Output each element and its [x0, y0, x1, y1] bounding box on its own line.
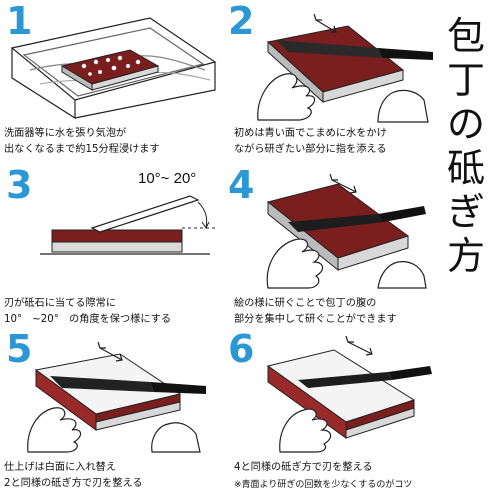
step-4-number: 4 — [228, 163, 255, 207]
step-3-illustration — [40, 195, 215, 255]
step-6-caption-line-2: ※青面より研ぎの回数を少なくするのがコツ — [234, 480, 413, 490]
title-char: 丁 — [446, 58, 485, 102]
step-5-illustration — [27, 341, 206, 453]
title-char: の — [446, 102, 485, 146]
step-1-caption-line-1: 洗面器等に水を張り気泡が — [4, 128, 127, 139]
step-2-illustration — [257, 13, 433, 123]
title-char: ぎ — [446, 190, 485, 234]
step-2-caption-line-1: 初めは青い面でこまめに水をかけ — [234, 128, 387, 139]
step-2-caption-line-2: ながら研ぎたい部分に指を添える — [234, 144, 387, 155]
vertical-title: 包 丁 の 砥 ぎ 方 — [440, 14, 492, 278]
step-4-caption-line-1: 絵の様に研ぐことで包丁の腹の — [234, 298, 377, 309]
step-1-number: 1 — [6, 0, 33, 43]
step-3-angle-label: 10°~ 20° — [138, 170, 197, 187]
title-char: 方 — [446, 234, 485, 278]
step-6-number: 6 — [228, 327, 255, 371]
title-char: 砥 — [446, 146, 485, 190]
step-5-caption-line-1: 仕上げは白面に入れ替え — [4, 462, 117, 473]
step-2-number: 2 — [228, 0, 255, 43]
step-3-caption-line-2: 10° ~20° の角度を保つ様にする — [4, 314, 172, 325]
step-3-number: 3 — [6, 163, 33, 207]
step-5-caption-line-2: 2と同様の砥ぎ方で刃を整える — [4, 478, 143, 489]
step-6-caption-line-1: 4と同様の砥ぎ方で刃を整える — [234, 462, 373, 473]
step-1-caption-line-2: 出なくなるまで約15分程浸けます — [4, 144, 160, 155]
step-1-illustration — [10, 17, 217, 120]
step-3-caption-line-1: 刃が砥石に当てる際常に — [4, 298, 117, 309]
step-4-caption-line-2: 部分を集中して研ぐことができます — [234, 314, 397, 325]
step-6-illustration — [266, 335, 432, 453]
step-5-number: 5 — [6, 327, 33, 371]
step-4-illustration — [266, 173, 427, 289]
title-char: 包 — [446, 14, 485, 58]
